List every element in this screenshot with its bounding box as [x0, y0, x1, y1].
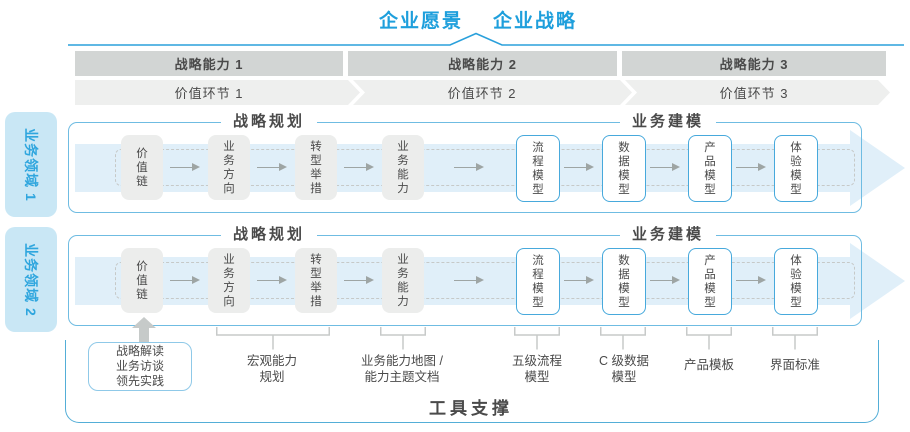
box-product-model: 产品模型: [688, 135, 732, 202]
dashed-track: [115, 262, 855, 299]
flow-arrow: [650, 163, 680, 172]
swimlane-domain-1: 战略规划 业务建模 价值链 业务方向 转型举措 业务能力 流程模型 数据模型 产…: [68, 112, 905, 213]
modeling-header: 业务建模: [619, 112, 717, 132]
flow-arrow: [170, 163, 200, 172]
bracket-process-model: [514, 327, 560, 350]
value-link-3: 价值环节 3: [719, 86, 789, 101]
annotation-practice-box: 战略解读 业务访谈 领先实践: [88, 342, 192, 391]
swimlane-frame: [68, 235, 862, 326]
vision-connector-line: [68, 32, 904, 46]
flow-arrow: [736, 276, 766, 285]
domain-2-label: 业务领域 2: [23, 242, 39, 317]
capability-bar-3: 战略能力 3: [622, 51, 886, 76]
flow-arrow: [650, 276, 680, 285]
box-value-chain: 价值链: [121, 135, 163, 200]
box-business-capability: 业务能力: [382, 135, 424, 200]
swimlane-domain-2: 战略规划 业务建模 价值链 业务方向 转型举措 业务能力 流程模型 数据模型 产…: [68, 225, 905, 326]
flow-arrow: [344, 163, 374, 172]
sidebar-business-domain-1: 业务领域 1: [5, 112, 57, 217]
modeling-header: 业务建模: [619, 225, 717, 245]
flow-arrow: [564, 163, 594, 172]
annotation-data-model: C 级数据 模型: [598, 354, 649, 384]
tool-support-container: [65, 340, 879, 423]
bracket-product-template: [686, 327, 732, 350]
box-process-model: 流程模型: [516, 248, 560, 315]
box-transformation-initiatives: 转型举措: [295, 135, 337, 200]
diagram-title: 企业愿景 企业战略: [48, 6, 908, 33]
flow-arrow: [454, 276, 484, 285]
planning-header: 战略规划: [220, 112, 318, 132]
bracket-data-model: [600, 327, 646, 350]
annotation-process-model: 五级流程 模型: [511, 354, 562, 384]
flow-arrow: [257, 276, 287, 285]
box-data-model: 数据模型: [602, 135, 646, 202]
flow-arrow: [736, 163, 766, 172]
box-data-model: 数据模型: [602, 248, 646, 315]
flow-arrow: [344, 276, 374, 285]
tool-support-label: 工具支撑: [429, 399, 513, 418]
value-link-strip: [75, 80, 890, 105]
up-arrow: [132, 317, 156, 345]
flow-arrow: [257, 163, 287, 172]
value-link-2: 价值环节 2: [447, 86, 517, 101]
box-experience-model: 体验模型: [774, 248, 818, 315]
annotation-capability-map: 业务能力地图 / 能力主题文档: [361, 354, 443, 384]
annotation-ui-standard: 界面标准: [769, 358, 820, 372]
vision-title: 企业愿景: [378, 11, 463, 32]
domain-1-label: 业务领域 1: [23, 127, 39, 202]
box-value-chain: 价值链: [121, 248, 163, 313]
bracket-ui-standard: [772, 327, 818, 350]
annotation-macro-capability: 宏观能力 规划: [246, 354, 297, 384]
box-experience-model: 体验模型: [774, 135, 818, 202]
flow-arrow: [170, 276, 200, 285]
swimlane-frame: [68, 122, 862, 213]
dashed-track: [115, 149, 855, 186]
box-business-direction: 业务方向: [208, 248, 250, 313]
annotation-product-template: 产品模板: [683, 358, 734, 372]
box-business-direction: 业务方向: [208, 135, 250, 200]
bracket-macro-capability: [216, 327, 330, 350]
box-product-model: 产品模型: [688, 248, 732, 315]
bracket-capability-map: [380, 327, 426, 350]
value-link-1: 价值环节 1: [174, 86, 244, 101]
capability-bar-2: 战略能力 2: [348, 51, 617, 76]
strategy-title: 企业战略: [493, 11, 578, 32]
capability-bar-1: 战略能力 1: [75, 51, 343, 76]
box-business-capability: 业务能力: [382, 248, 424, 313]
flow-arrow: [564, 276, 594, 285]
sidebar-business-domain-2: 业务领域 2: [5, 227, 57, 332]
planning-header: 战略规划: [220, 225, 318, 245]
flow-arrow: [454, 163, 484, 172]
box-transformation-initiatives: 转型举措: [295, 248, 337, 313]
box-process-model: 流程模型: [516, 135, 560, 202]
